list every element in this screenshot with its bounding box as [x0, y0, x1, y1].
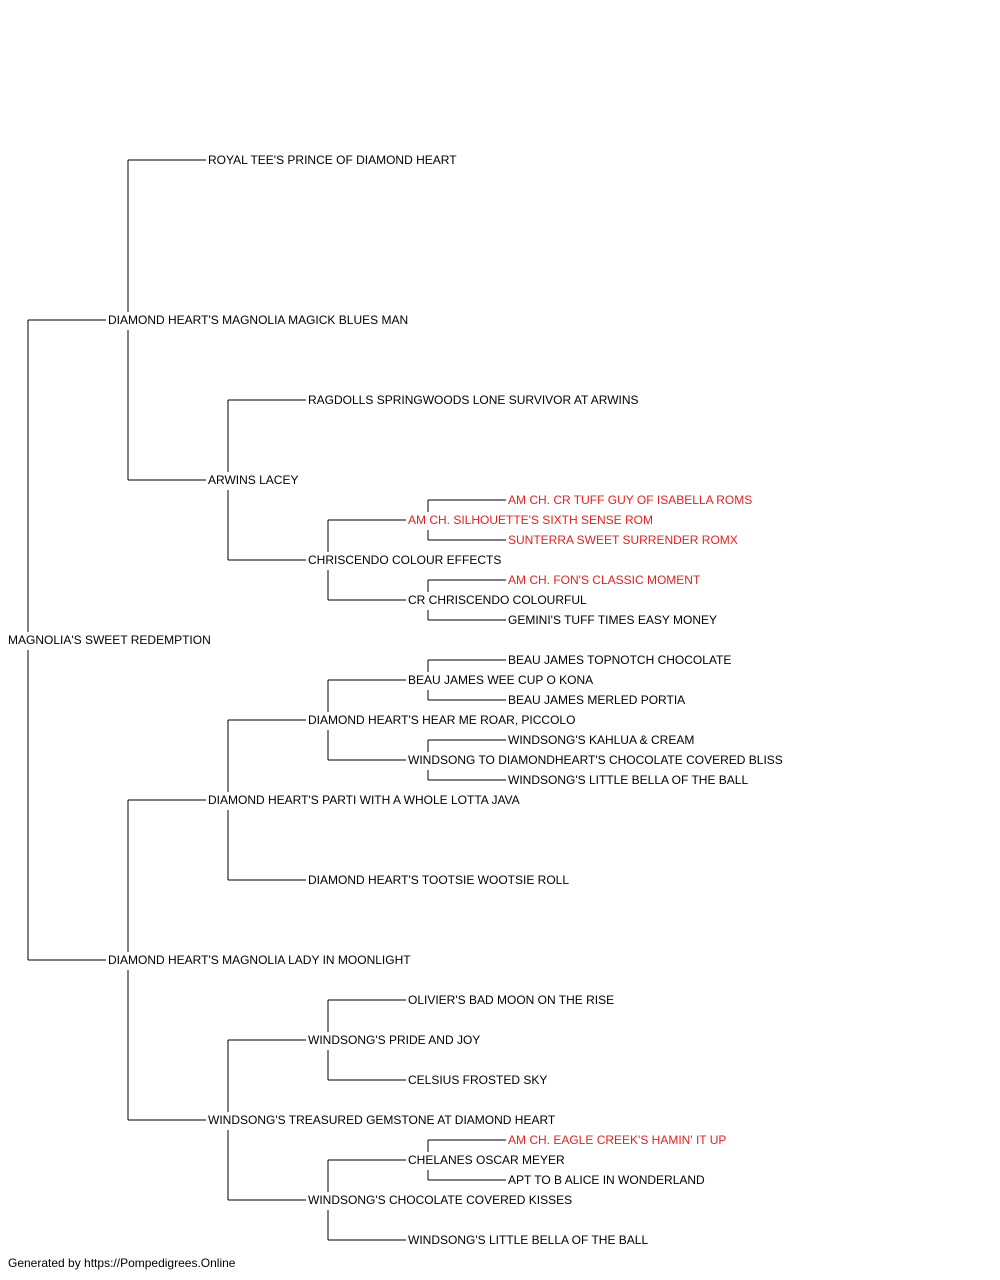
- dog-name-dam-dam-sire-sire: OLIVIER'S BAD MOON ON THE RISE: [408, 993, 614, 1007]
- dog-name-sire-dam: ARWINS LACEY: [208, 473, 298, 487]
- dog-name-sire-dam-dam-dam-dam: GEMINI'S TUFF TIMES EASY MONEY: [508, 613, 717, 627]
- dog-name-sire-dam-dam-dam-sire: AM CH. FON'S CLASSIC MOMENT: [508, 573, 701, 587]
- dog-name-dam-sire-sire: DIAMOND HEART'S HEAR ME ROAR, PICCOLO: [308, 713, 575, 727]
- dog-name-dam-sire-dam: DIAMOND HEART'S TOOTSIE WOOTSIE ROLL: [308, 873, 569, 887]
- dog-name-dam-dam-dam-sire-sire: AM CH. EAGLE CREEK'S HAMIN' IT UP: [508, 1133, 726, 1147]
- dog-name-dam-sire-sire-sire-sire: BEAU JAMES TOPNOTCH CHOCOLATE: [508, 653, 731, 667]
- dog-name-dam-sire-sire-dam-sire: WINDSONG'S KAHLUA & CREAM: [508, 733, 694, 747]
- dog-name-dam-sire: DIAMOND HEART'S PARTI WITH A WHOLE LOTTA…: [208, 793, 520, 807]
- dog-name-sire-dam-sire: RAGDOLLS SPRINGWOODS LONE SURVIVOR AT AR…: [308, 393, 639, 407]
- dog-name-sire-sire: ROYAL TEE'S PRINCE OF DIAMOND HEART: [208, 153, 457, 167]
- dog-name-dam-dam-dam-sire: CHELANES OSCAR MEYER: [408, 1153, 565, 1167]
- dog-name-dam-sire-sire-sire: BEAU JAMES WEE CUP O KONA: [408, 673, 593, 687]
- dog-name-sire-dam-dam-dam: CR CHRISCENDO COLOURFUL: [408, 593, 587, 607]
- dog-name-dam-dam-sire: WINDSONG'S PRIDE AND JOY: [308, 1033, 480, 1047]
- dog-name-sire-dam-dam-sire: AM CH. SILHOUETTE'S SIXTH SENSE ROM: [408, 513, 653, 527]
- dog-name-sire: DIAMOND HEART'S MAGNOLIA MAGICK BLUES MA…: [108, 313, 408, 327]
- dog-name-dam-sire-sire-sire-dam: BEAU JAMES MERLED PORTIA: [508, 693, 685, 707]
- dog-name-dam-sire-sire-dam-dam: WINDSONG'S LITTLE BELLA OF THE BALL: [508, 773, 748, 787]
- dog-name-dam-sire-sire-dam: WINDSONG TO DIAMONDHEART'S CHOCOLATE COV…: [408, 753, 783, 767]
- dog-name-dam-dam: WINDSONG'S TREASURED GEMSTONE AT DIAMOND…: [208, 1113, 556, 1127]
- dog-name-sire-dam-dam-sire-dam: SUNTERRA SWEET SURRENDER ROMX: [508, 533, 738, 547]
- dog-name-dam: DIAMOND HEART'S MAGNOLIA LADY IN MOONLIG…: [108, 953, 411, 967]
- dog-name-dam-dam-sire-dam: CELSIUS FROSTED SKY: [408, 1073, 547, 1087]
- dog-name-sire-dam-dam-sire-sire: AM CH. CR TUFF GUY OF ISABELLA ROMS: [508, 493, 752, 507]
- dog-name-sire-dam-dam: CHRISCENDO COLOUR EFFECTS: [308, 553, 501, 567]
- dog-name-dam-dam-dam-sire-dam: APT TO B ALICE IN WONDERLAND: [508, 1173, 705, 1187]
- footer-credit: Generated by https://Pompedigrees.Online: [8, 1256, 236, 1270]
- dog-name-dam-dam-dam: WINDSONG'S CHOCOLATE COVERED KISSES: [308, 1193, 572, 1207]
- dog-name-root: MAGNOLIA'S SWEET REDEMPTION: [8, 633, 211, 647]
- dog-name-dam-dam-dam-dam: WINDSONG'S LITTLE BELLA OF THE BALL: [408, 1233, 648, 1247]
